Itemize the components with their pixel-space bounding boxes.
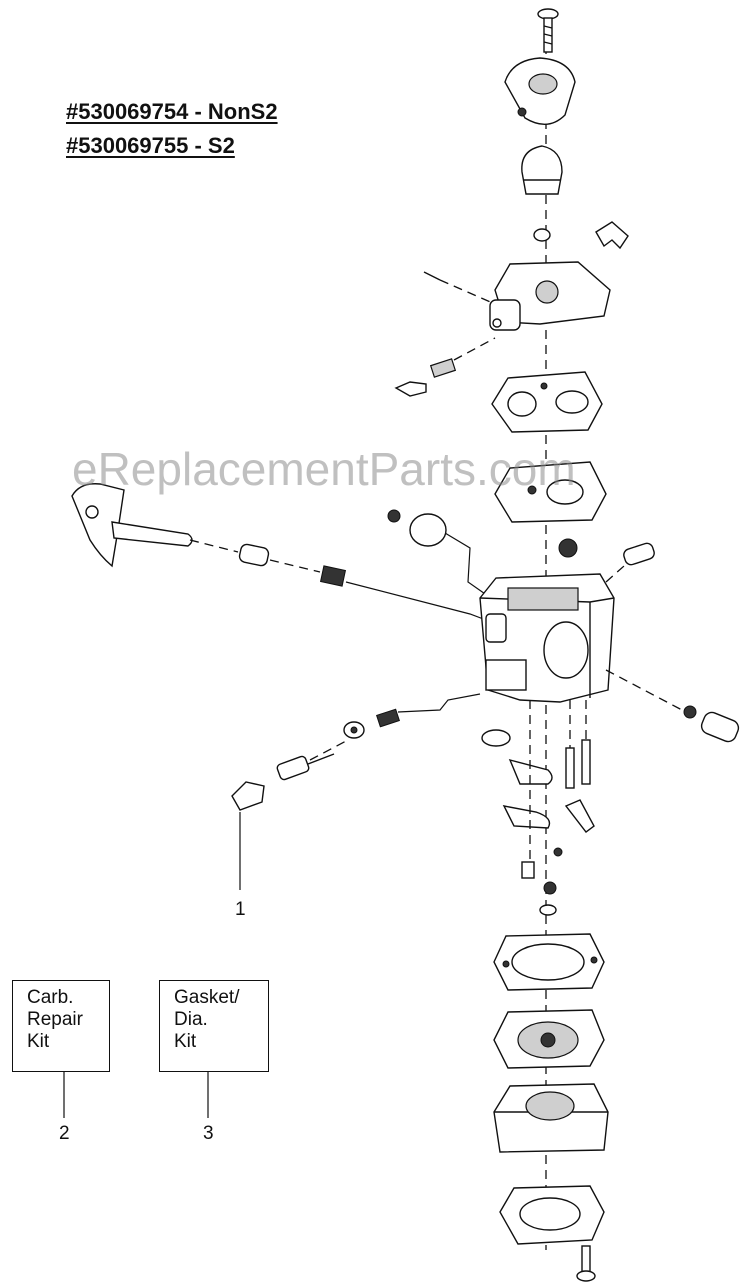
part-number-nons2: #530069754 - NonS2 <box>66 99 278 124</box>
metering-gasket <box>493 933 605 991</box>
adjust-screw-spring <box>394 337 496 397</box>
watermark-text: eReplacementParts.com <box>72 443 576 495</box>
metering-components <box>481 729 595 879</box>
choke-spring <box>319 565 347 587</box>
choke-bushing <box>238 543 270 567</box>
elbow-fitting <box>595 221 629 250</box>
callout-1: 1 <box>235 899 246 920</box>
pump-cover <box>489 261 611 331</box>
primer-fitting <box>231 781 265 890</box>
top-screw <box>537 8 559 53</box>
fuel-inlet-fitting <box>623 542 655 566</box>
callout-2: 2 <box>59 1123 70 1144</box>
seal-ring <box>543 881 557 895</box>
pump-gasket <box>491 371 603 433</box>
kit-label-line: Carb. <box>27 987 74 1008</box>
kit-label-line: Kit <box>27 1031 50 1052</box>
kit-label-line: Kit <box>174 1031 197 1052</box>
metering-cover <box>493 1083 609 1153</box>
pump-diaphragm <box>494 461 607 523</box>
carb-repair-kit-box: Carb. Repair Kit <box>12 980 110 1072</box>
kit-label-line: Dia. <box>174 1009 208 1030</box>
primer-cover-plate <box>504 57 576 125</box>
metering-diaphragm <box>493 1009 605 1069</box>
part-number-s2: #530069755 - S2 <box>66 133 235 158</box>
kit-label-line: Gasket/ <box>174 987 240 1008</box>
mixture-screw-assembly <box>276 693 481 781</box>
callout-3: 3 <box>203 1123 214 1144</box>
o-ring <box>539 904 557 916</box>
idle-screw <box>700 711 740 743</box>
choke-lever <box>71 483 193 568</box>
gasket-dia-kit-box: Gasket/ Dia. Kit <box>159 980 269 1072</box>
idle-spring-ring <box>683 705 697 719</box>
bottom-plate <box>499 1185 605 1245</box>
throttle-disc <box>387 509 447 547</box>
inlet-seal <box>558 538 578 558</box>
small-pin <box>423 271 441 281</box>
primer-bulb <box>521 145 563 195</box>
bottom-screw <box>576 1245 596 1282</box>
carburetor-body <box>479 573 615 703</box>
kit-label-line: Repair <box>27 1009 83 1030</box>
check-valve <box>533 228 551 242</box>
